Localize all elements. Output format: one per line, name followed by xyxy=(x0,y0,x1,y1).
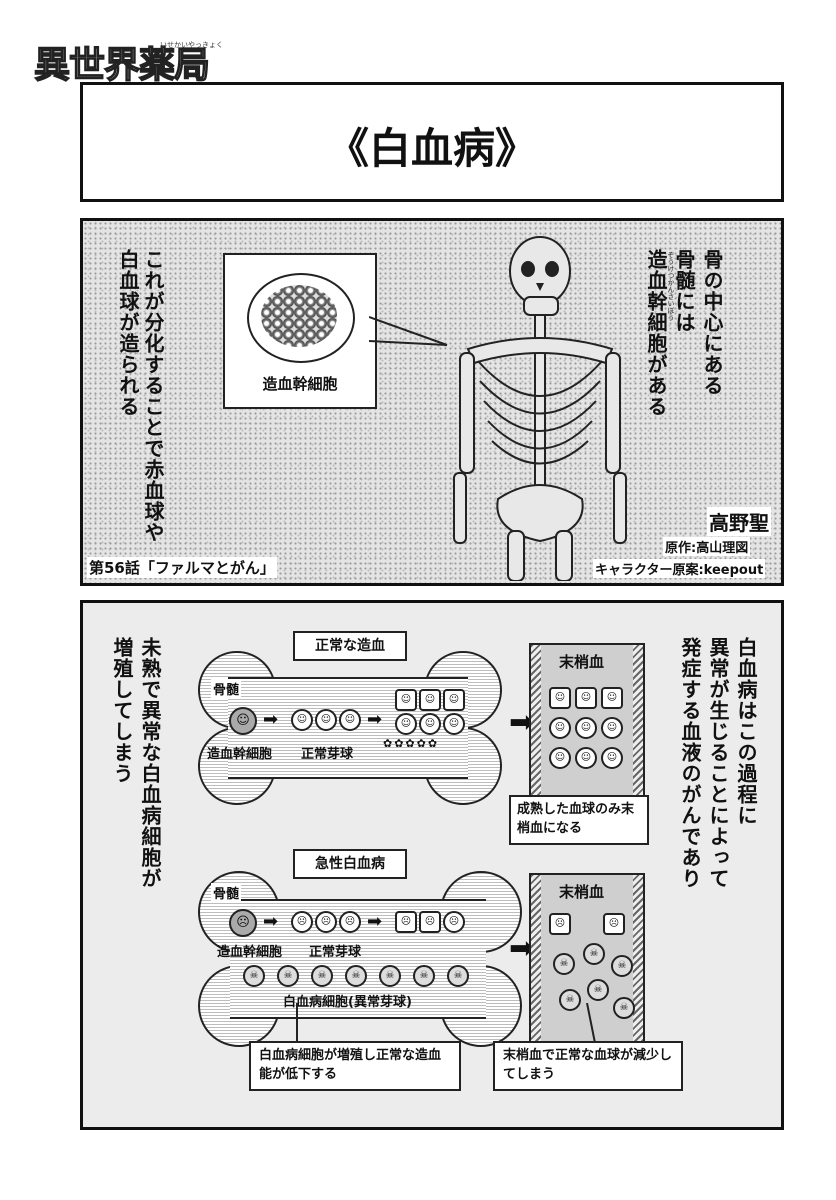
normal-blast-label: 正常芽球 xyxy=(301,747,354,762)
bone-text-2: 骨髄には xyxy=(672,249,696,333)
chapter-title: 第56話「ファルマとがん」 xyxy=(87,557,277,578)
leukemia-cell-icon: ☠ xyxy=(243,965,265,987)
leukemia-cell-icon: ☠ xyxy=(587,979,609,1001)
differentiation-text: これが分化することで赤血球や白血球が造られる xyxy=(116,249,165,543)
leukemia-cell-icon: ☠ xyxy=(447,965,469,987)
acute-bone-label: 骨髄 xyxy=(211,883,242,902)
white-cell-icon: ☺ xyxy=(601,717,623,739)
acute-stem-label: 造血幹細胞 xyxy=(217,945,283,960)
white-cell-icon: ☺ xyxy=(549,717,571,739)
blast-cell-icon: ☺ xyxy=(339,709,361,731)
author-credit: 高野聖 xyxy=(707,507,771,536)
bone-text-3: 造血幹細胞がある xyxy=(644,249,668,417)
red-cell-icon: ☺ xyxy=(395,689,417,711)
red-cell-icon: ☹ xyxy=(395,911,417,933)
skeleton-illustration xyxy=(453,236,627,581)
normal-title: 正常な造血 xyxy=(293,631,407,661)
white-cell-icon: ☺ xyxy=(601,747,623,769)
leukemia-cell-icon: ☠ xyxy=(583,943,605,965)
arrow-icon: ➡ xyxy=(367,709,383,730)
acute-blast-label: 正常芽球 xyxy=(309,945,362,960)
page-title: 《白血病》 xyxy=(326,124,537,173)
normal-stem-cell-icon: ☺ xyxy=(229,707,257,735)
white-cell-icon: ☺ xyxy=(549,747,571,769)
white-cell-icon: ☹ xyxy=(443,911,465,933)
acute-stem-cell-icon: ☹ xyxy=(229,909,257,937)
blast-cell-icon: ☺ xyxy=(291,709,313,731)
leukemia-cell-icon: ☠ xyxy=(413,965,435,987)
leukemia-text-1: 白血病はこの過程に xyxy=(734,637,758,826)
acute-note-1: 白血病細胞が増殖し正常な造血能が低下する xyxy=(249,1041,461,1091)
normal-vessel-label: 末梢血 xyxy=(559,653,605,671)
title-panel: 《白血病》 xyxy=(80,82,784,202)
red-cell-icon: ☺ xyxy=(575,687,597,709)
leukemia-cell-label: 白血病細胞(異常芽球) xyxy=(283,995,412,1010)
white-cell-icon: ☺ xyxy=(575,717,597,739)
character-credit: キャラクター原案:keepout xyxy=(593,559,766,578)
leukemia-cell-icon: ☠ xyxy=(559,989,581,1011)
red-cell-icon: ☹ xyxy=(549,913,571,935)
logo-text: 異世界薬局 xyxy=(33,43,210,86)
bone-text-1: 骨の中心にある xyxy=(700,249,724,396)
red-cell-icon: ☺ xyxy=(419,689,441,711)
arrow-icon: ➡ xyxy=(263,709,279,730)
original-credit: 原作:高山理図 xyxy=(663,537,751,556)
leukemia-cell-icon: ☠ xyxy=(613,997,635,1019)
callout-lines xyxy=(296,1003,596,1044)
platelet-icons: ✿✿✿✿✿ xyxy=(383,737,440,750)
normal-bone-label: 骨髄 xyxy=(211,679,242,698)
abnormal-text-2: 増殖してしまう xyxy=(110,637,134,784)
leukemia-text-3: 発症する血液のがんであり xyxy=(678,637,702,889)
leukemia-cell-icon: ☠ xyxy=(311,965,333,987)
stem-cell-granules xyxy=(261,285,337,347)
leukemia-cell-icon: ☠ xyxy=(611,955,633,977)
white-cell-icon: ☺ xyxy=(395,713,417,735)
white-cell-icon: ☺ xyxy=(443,713,465,735)
leukemia-cell-icon: ☠ xyxy=(345,965,367,987)
red-cell-icon: ☺ xyxy=(549,687,571,709)
red-cell-icon: ☹ xyxy=(419,911,441,933)
blast-cell-icon: ☺ xyxy=(315,709,337,731)
stem-cell-outline xyxy=(247,273,355,363)
stem-cell-label: 造血幹細胞 xyxy=(262,375,338,393)
red-cell-icon: ☺ xyxy=(601,687,623,709)
leukemia-cell-icon: ☠ xyxy=(553,953,575,975)
logo-ruby: いせかいやっきょく xyxy=(160,41,223,49)
blast-cell-icon: ☹ xyxy=(339,911,361,933)
abnormal-text-1: 未熟で異常な白血病細胞が xyxy=(138,637,162,889)
red-cell-icon: ☹ xyxy=(603,913,625,935)
leukemia-text-2: 異常が生じることによって xyxy=(706,637,730,889)
series-logo: 異世界薬局 xyxy=(33,36,210,88)
normal-note: 成熟した血球のみ末梢血になる xyxy=(509,795,649,845)
blast-cell-icon: ☹ xyxy=(291,911,313,933)
arrow-icon: ➡ xyxy=(263,911,279,932)
blast-cell-icon: ☹ xyxy=(315,911,337,933)
leukemia-cell-icon: ☠ xyxy=(277,965,299,987)
stem-cell-inset: 造血幹細胞 xyxy=(223,253,377,409)
acute-note-2: 末梢血で正常な血球が減少してしまう xyxy=(493,1041,683,1091)
red-cell-icon: ☺ xyxy=(443,689,465,711)
leukemia-cell-icon: ☠ xyxy=(379,965,401,987)
acute-vessel-label: 末梢血 xyxy=(559,883,605,901)
white-cell-icon: ☺ xyxy=(419,713,441,735)
bone-text-ruby: ぞうけつかんさいぼう xyxy=(667,251,675,321)
diagram-panel: 未熟で異常な白血病細胞が 増殖してしまう 白血病はこの過程に 異常が生じることに… xyxy=(80,600,784,1130)
skeleton-panel: 造血幹細胞 これが分化することで赤血球や白血球が造られる xyxy=(80,218,784,586)
pointer-lines xyxy=(369,316,448,346)
arrow-icon: ➡ xyxy=(367,911,383,932)
acute-title: 急性白血病 xyxy=(293,849,407,879)
white-cell-icon: ☺ xyxy=(575,747,597,769)
normal-stem-label: 造血幹細胞 xyxy=(207,747,273,762)
